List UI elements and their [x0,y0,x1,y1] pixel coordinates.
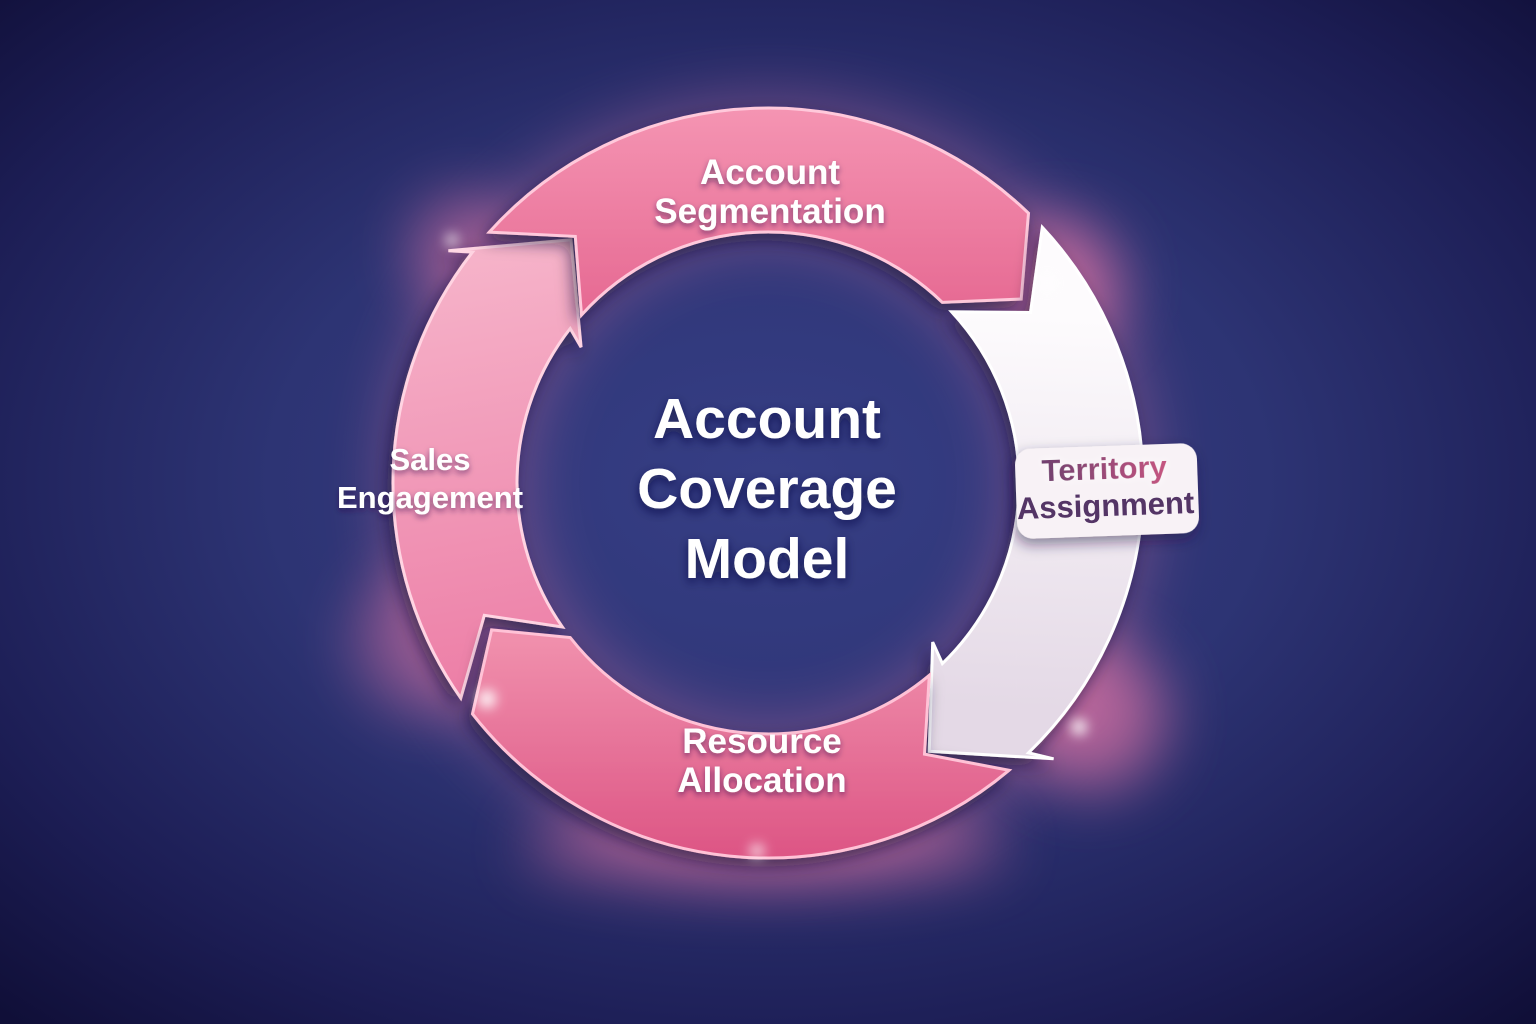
sales-engagement-label-line1: Sales [389,442,470,477]
center-title-line1: Account [653,387,881,451]
territory-assignment-label-group: Territory Assignment [1015,443,1199,539]
territory-assignment-label-line1: Territory [1041,449,1168,488]
segment-resource-allocation [470,628,1013,860]
center-title-line3: Model [685,527,850,591]
account-segmentation-label-line1: Account [700,153,840,192]
segment-sales-engagement [391,238,583,702]
sparkle-bottom-right [1071,719,1087,735]
segment-account-segmentation [486,106,1031,319]
territory-assignment-label-card [1015,443,1199,539]
center-title: Account Coverage Model [637,387,897,591]
territory-assignment-label-line2: Assignment [1016,485,1195,526]
segment-labels: Account Segmentation Sales Engagement Re… [337,153,1199,800]
sales-engagement-label-line2: Engagement [337,480,523,515]
sparkle-bottom-left [478,690,496,708]
sparkle-bottom [750,844,764,858]
sparkle-top-left [446,234,458,246]
resource-allocation-label-line1: Resource [682,722,842,761]
sparkles [446,234,1087,858]
resource-allocation-label-line2: Allocation [677,761,846,800]
sparkle-top-right [1040,276,1054,290]
account-segmentation-label-line2: Segmentation [654,192,885,231]
center-title-line2: Coverage [637,457,897,521]
